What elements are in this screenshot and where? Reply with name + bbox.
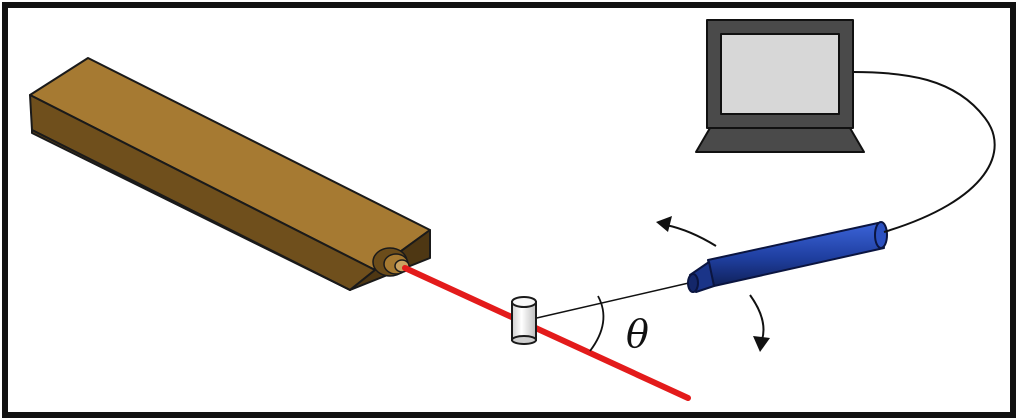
angle-arc [589, 295, 605, 352]
sample-cylinder [511, 296, 537, 345]
laser-source [29, 57, 431, 291]
angle-theta-label: θ [626, 312, 649, 356]
rotation-arrow-up [656, 216, 717, 247]
monitor-screen [720, 33, 840, 115]
laser-aperture [372, 247, 410, 277]
probe-cable [852, 71, 996, 233]
rotation-arrow-down [749, 294, 770, 352]
laser-beam [402, 265, 691, 401]
computer [695, 19, 865, 153]
laser-side-lower [31, 129, 351, 291]
keyboard-base [695, 127, 865, 153]
detector-probe [687, 221, 888, 293]
scattered-light-line [527, 281, 694, 321]
